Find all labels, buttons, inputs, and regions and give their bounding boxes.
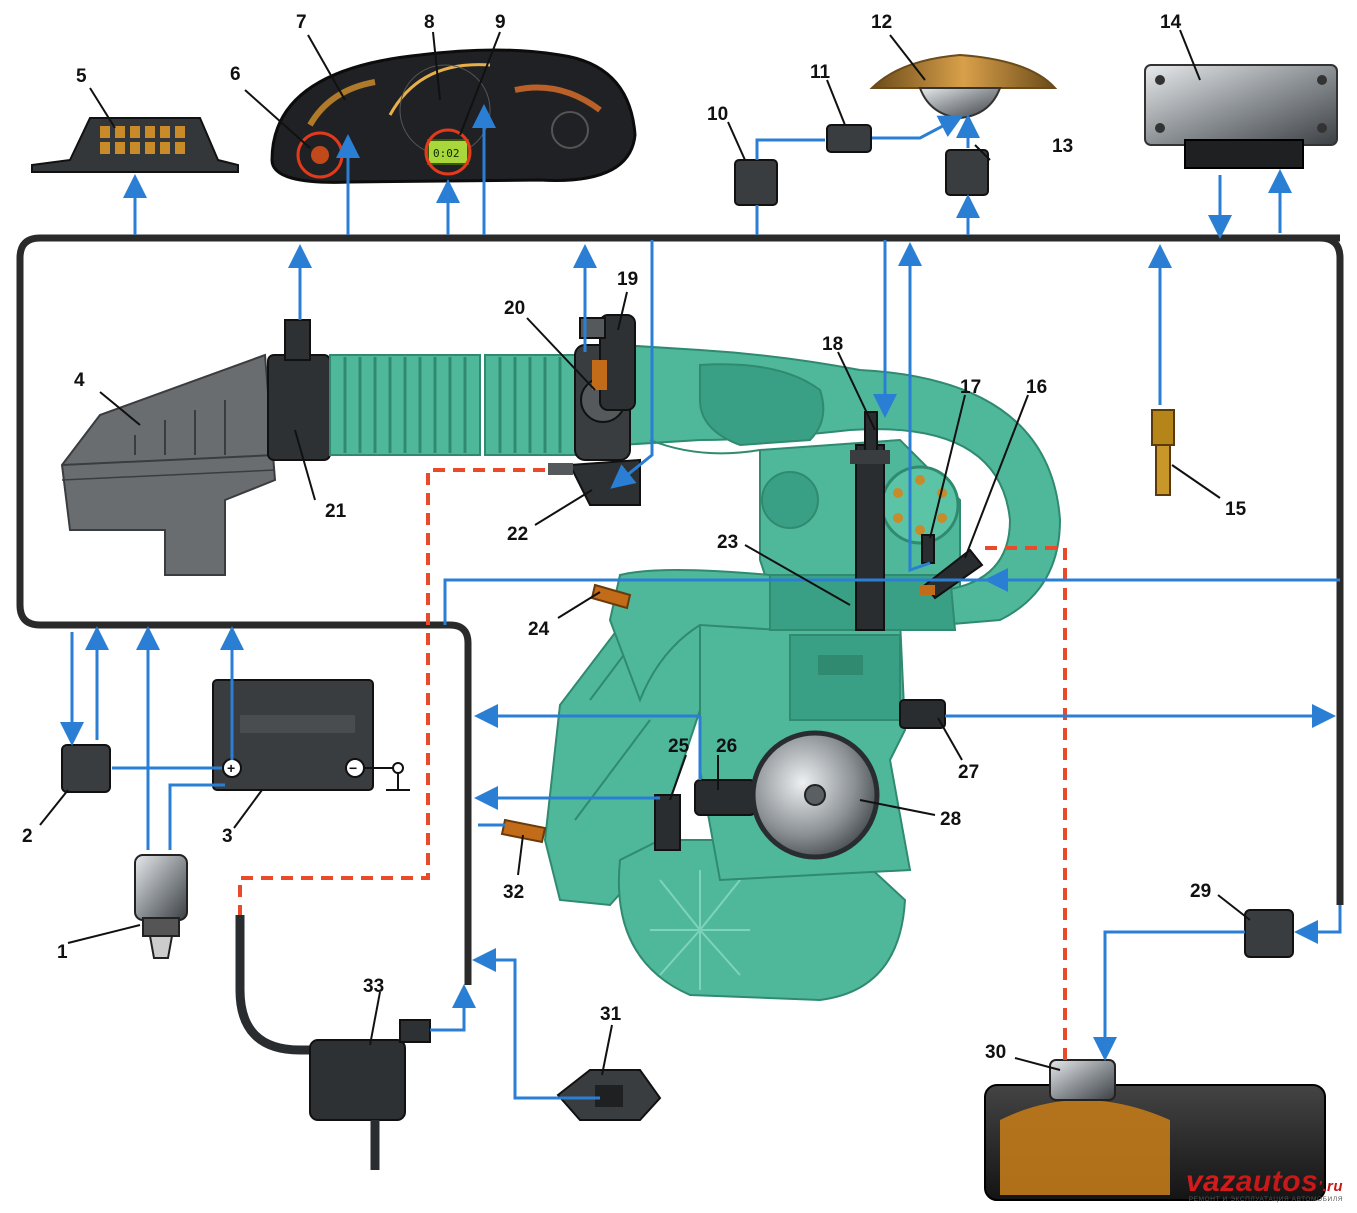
label-23: 23 <box>717 532 738 553</box>
label-9: 9 <box>495 12 506 33</box>
relay-2 <box>61 744 111 793</box>
diagnostic-connector <box>31 117 239 173</box>
wiring-harness-right <box>1319 234 1344 905</box>
watermark-brand-c: '.ru <box>1318 1177 1343 1195</box>
label-18: 18 <box>822 334 843 355</box>
throttle-position-sensor <box>579 314 636 411</box>
intake-hose <box>329 354 581 456</box>
signal-31 <box>472 948 600 1100</box>
label-31: 31 <box>600 1004 622 1025</box>
engine-control-unit <box>1144 64 1338 169</box>
crankshaft-pulley <box>750 730 880 860</box>
battery-minus: − <box>349 760 357 776</box>
label-28: 28 <box>940 809 961 830</box>
coolant-temp-sensor-16 <box>920 548 984 600</box>
watermark: vazautos'.ru РЕМОНТ И ЭКСПЛУАТАЦИЯ АВТОМ… <box>1185 1164 1343 1204</box>
relay-10 <box>734 159 778 206</box>
watermark-brand-b: autos <box>1235 1164 1319 1198</box>
signal-30 <box>1093 930 1245 1061</box>
signal-17 <box>898 242 931 573</box>
fuel-injector <box>850 411 890 631</box>
fuel-tank-pump <box>984 1059 1326 1201</box>
mass-air-flow-sensor <box>267 319 331 461</box>
watermark-tagline: РЕМОНТ И ЭКСПЛУАТАЦИЯ АВТОМОБИЛЯ <box>1188 1195 1343 1203</box>
label-30: 30 <box>985 1042 1006 1063</box>
label-12: 12 <box>871 12 892 33</box>
battery-plus: + <box>227 760 235 776</box>
signal-29 <box>1294 905 1342 944</box>
signal-22 <box>610 240 654 489</box>
label-20: 20 <box>504 298 525 319</box>
label-10: 10 <box>707 104 728 125</box>
fuel-line-to-tank <box>985 546 1067 1060</box>
idle-air-control <box>548 458 641 506</box>
air-filter-housing <box>60 353 277 576</box>
label-15: 15 <box>1225 499 1247 520</box>
callout-labels: 1 2 3 4 5 6 7 8 9 10 11 12 13 14 15 16 1… <box>22 12 1247 1063</box>
ignition-switch <box>134 854 188 959</box>
label-26: 26 <box>716 736 737 757</box>
label-4: 4 <box>74 370 85 391</box>
knock-sensor <box>899 699 946 729</box>
label-32: 32 <box>503 882 524 903</box>
label-11: 11 <box>810 62 831 83</box>
label-19: 19 <box>617 269 638 290</box>
label-14: 14 <box>1160 12 1182 33</box>
coolant-temperature-sensor <box>1151 409 1175 496</box>
label-24: 24 <box>528 619 550 640</box>
oxygen-sensor <box>500 818 547 844</box>
sensor-24 <box>590 583 632 610</box>
trip-display <box>427 139 469 165</box>
label-1: 1 <box>57 942 68 963</box>
watermark-brand-a: vaz <box>1185 1164 1236 1198</box>
sensor-31 <box>556 1069 662 1121</box>
label-27: 27 <box>958 762 979 783</box>
relay-11 <box>826 124 872 153</box>
label-8: 8 <box>424 12 435 33</box>
label-33: 33 <box>363 976 384 997</box>
signal-27b <box>480 716 702 780</box>
battery: + − <box>212 679 410 791</box>
relay-29 <box>1244 909 1294 958</box>
signal-11 <box>755 138 825 160</box>
watermark-brand: vazautos'.ru <box>1185 1164 1343 1198</box>
label-16: 16 <box>1026 377 1047 398</box>
crankshaft-position-sensor <box>694 779 756 816</box>
relay-13 <box>945 149 989 196</box>
leader-lines <box>39 29 1251 1076</box>
canister-purge-valve <box>235 915 431 1170</box>
trip-display-text: 0:02 <box>433 147 460 160</box>
instrument-cluster: 0:02 <box>270 48 637 184</box>
label-5: 5 <box>76 66 87 87</box>
label-29: 29 <box>1190 881 1211 902</box>
signal-24 <box>443 578 1340 625</box>
cooling-fan <box>869 53 1058 120</box>
label-2: 2 <box>22 826 33 847</box>
label-7: 7 <box>296 12 307 33</box>
label-13: 13 <box>1052 136 1073 157</box>
signal-11b <box>872 115 964 140</box>
sensor-25 <box>654 794 681 851</box>
label-3: 3 <box>222 826 233 847</box>
label-21: 21 <box>325 501 347 522</box>
label-25: 25 <box>668 736 690 757</box>
camshaft-sensor <box>921 534 935 564</box>
label-22: 22 <box>507 524 528 545</box>
label-17: 17 <box>960 377 981 398</box>
wiring-harness <box>16 234 1340 985</box>
signal-3 <box>168 783 225 850</box>
fuel-line <box>238 468 545 915</box>
label-6: 6 <box>230 64 241 85</box>
signal-33 <box>430 984 476 1032</box>
